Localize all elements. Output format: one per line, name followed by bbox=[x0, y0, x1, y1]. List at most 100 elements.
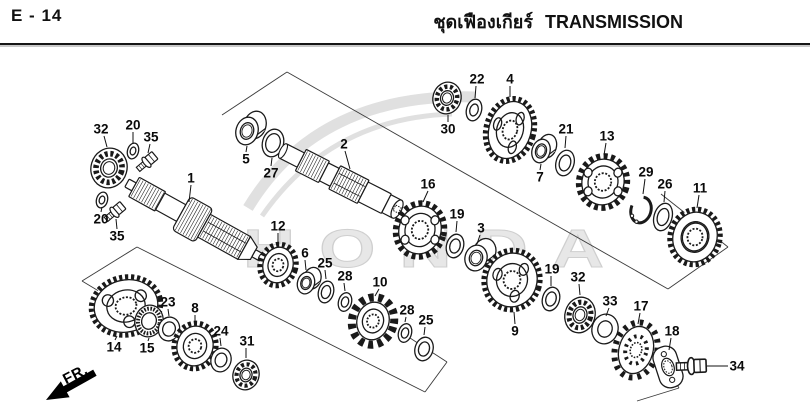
leader-27 bbox=[270, 157, 273, 167]
leader-14 bbox=[114, 335, 118, 341]
part-callout-28: 28 bbox=[337, 269, 353, 284]
seal-33 bbox=[591, 313, 619, 345]
part-callout-15: 15 bbox=[139, 341, 155, 356]
leader-35 bbox=[147, 143, 151, 154]
leader-21 bbox=[564, 135, 567, 149]
leader-1 bbox=[188, 184, 192, 203]
part-callout-35: 35 bbox=[109, 229, 125, 244]
leader-11 bbox=[696, 194, 700, 209]
part-callout-7: 7 bbox=[536, 170, 544, 185]
part-callout-23: 23 bbox=[160, 295, 176, 310]
part-callout-25: 25 bbox=[418, 313, 434, 328]
leader-35 bbox=[115, 218, 118, 230]
bearing-32b bbox=[564, 296, 596, 334]
part-callout-30: 30 bbox=[440, 122, 455, 137]
part-callout-35: 35 bbox=[143, 130, 159, 145]
part-callout-19: 19 bbox=[544, 262, 559, 277]
part-callout-6: 6 bbox=[301, 246, 309, 261]
leader-19 bbox=[455, 220, 458, 233]
leader-6 bbox=[304, 259, 307, 271]
part-callout-9: 9 bbox=[511, 324, 519, 339]
part-callout-2: 2 bbox=[340, 137, 348, 152]
washer-19b bbox=[541, 286, 561, 312]
part-callout-20: 20 bbox=[93, 212, 108, 227]
leader-7 bbox=[539, 163, 542, 171]
washer-19a bbox=[445, 233, 465, 259]
leader-16 bbox=[422, 190, 429, 203]
leader-24 bbox=[219, 337, 222, 347]
part-callout-14: 14 bbox=[106, 340, 122, 355]
part-callout-26: 26 bbox=[657, 177, 673, 192]
part-callout-17: 17 bbox=[633, 299, 648, 314]
part-callout-10: 10 bbox=[372, 275, 387, 290]
bearing-31 bbox=[232, 359, 260, 391]
leader-32 bbox=[103, 135, 108, 148]
leader-25 bbox=[324, 269, 327, 280]
part-callout-8: 8 bbox=[191, 301, 199, 316]
washer-24 bbox=[210, 347, 232, 373]
leader-29 bbox=[642, 178, 646, 195]
washer-28b bbox=[397, 323, 413, 343]
bearing-30 bbox=[432, 81, 462, 115]
leader-26 bbox=[663, 190, 666, 203]
washer-26 bbox=[652, 202, 674, 232]
part-callout-32: 32 bbox=[93, 122, 108, 137]
leader-28 bbox=[404, 316, 407, 323]
gear-13 bbox=[575, 153, 631, 211]
part-callout-4: 4 bbox=[506, 72, 514, 87]
part-callout-29: 29 bbox=[638, 165, 653, 180]
leader-22 bbox=[474, 85, 477, 99]
bearing-32a bbox=[90, 147, 128, 189]
plate-18 bbox=[652, 345, 684, 389]
washer-25a bbox=[317, 280, 335, 304]
part-callout-24: 24 bbox=[213, 324, 229, 339]
washer-21 bbox=[554, 149, 576, 177]
part-callout-5: 5 bbox=[242, 152, 250, 167]
bolt-35b bbox=[103, 201, 127, 223]
leader-15 bbox=[147, 337, 150, 342]
gear-12 bbox=[257, 241, 299, 289]
washer-27 bbox=[261, 128, 285, 158]
bushing-6 bbox=[296, 266, 322, 295]
leader-23 bbox=[167, 308, 170, 317]
leader-5 bbox=[245, 145, 248, 153]
washer-20a bbox=[126, 142, 140, 160]
bolt-34 bbox=[675, 356, 708, 376]
title-en: TRANSMISSION bbox=[544, 12, 683, 32]
page-code: E - 14 bbox=[11, 6, 63, 25]
part-callout-3: 3 bbox=[477, 221, 485, 236]
leader-32 bbox=[578, 283, 581, 296]
bushing-5 bbox=[235, 110, 267, 146]
bushing-3 bbox=[464, 237, 497, 272]
gear-4 bbox=[482, 96, 538, 164]
bushing-7 bbox=[531, 133, 558, 164]
fr-arrow bbox=[46, 369, 97, 400]
part-callout-33: 33 bbox=[602, 294, 618, 309]
parts-layer bbox=[88, 81, 723, 391]
header-rule bbox=[0, 43, 810, 45]
bolt-35a bbox=[135, 151, 159, 173]
leader-2 bbox=[344, 150, 351, 170]
leader-10 bbox=[374, 288, 380, 297]
part-callout-31: 31 bbox=[239, 334, 255, 349]
leader-13 bbox=[603, 142, 607, 156]
part-callout-18: 18 bbox=[664, 324, 680, 339]
part-callout-28: 28 bbox=[399, 303, 415, 318]
leader-18 bbox=[668, 337, 672, 351]
part-callout-34: 34 bbox=[729, 359, 745, 374]
leader-9 bbox=[513, 311, 516, 325]
gear-10 bbox=[347, 293, 399, 349]
washer-20b bbox=[95, 191, 109, 209]
gear-8 bbox=[171, 320, 219, 372]
part-callout-1: 1 bbox=[187, 171, 195, 186]
leader-33 bbox=[605, 307, 610, 317]
title-thai: ชุดเฟืองเกียร์ bbox=[433, 12, 533, 32]
part-callout-19: 19 bbox=[449, 207, 464, 222]
part-callout-16: 16 bbox=[420, 177, 436, 192]
part-callout-25: 25 bbox=[317, 256, 333, 271]
leader-3 bbox=[476, 234, 481, 245]
shaft-1 bbox=[124, 177, 264, 262]
